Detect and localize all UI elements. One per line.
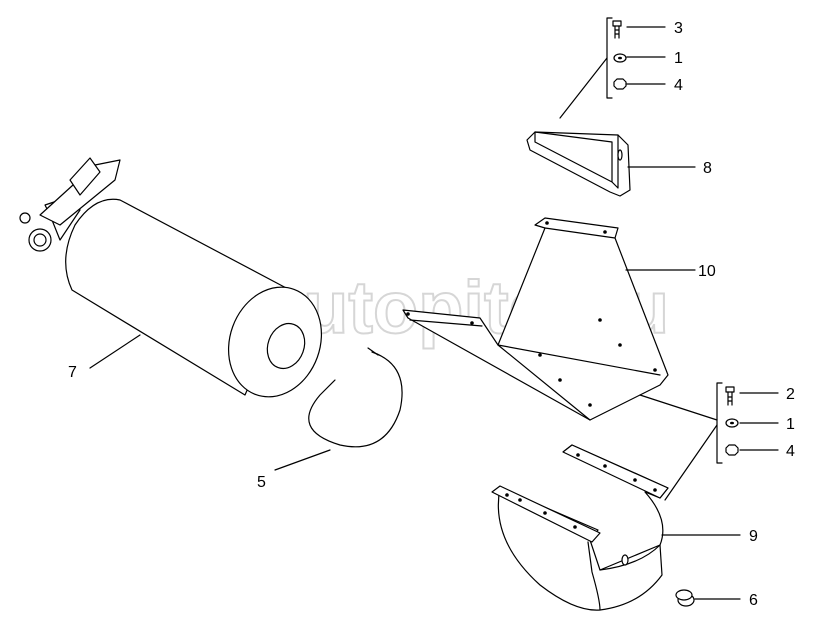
group-bracket xyxy=(606,17,613,99)
leader-line xyxy=(559,57,608,119)
washer-hole xyxy=(618,56,622,60)
callout-1b: 1 xyxy=(786,416,795,433)
leader-line xyxy=(639,394,718,501)
shell-bracket-9: 9 xyxy=(491,444,758,611)
nut-icon xyxy=(725,444,739,456)
callout-3: 3 xyxy=(674,20,683,37)
plug-6: 6 xyxy=(675,589,758,609)
callout-8: 8 xyxy=(703,160,712,177)
callout-10: 10 xyxy=(698,263,716,280)
nut-icon xyxy=(613,78,627,90)
callout-1: 1 xyxy=(674,50,683,67)
callout-4b: 4 xyxy=(786,443,795,460)
bracket-8: 8 xyxy=(526,131,712,197)
group-bracket xyxy=(716,382,723,464)
washer-hole xyxy=(730,421,734,425)
leader-lines xyxy=(626,26,666,85)
callout-4: 4 xyxy=(674,77,683,94)
bolt-icon xyxy=(612,20,622,39)
callout-6: 6 xyxy=(749,592,758,609)
callout-7: 7 xyxy=(68,364,77,381)
callout-2: 2 xyxy=(786,386,795,403)
mid-fastener-group: 2 1 4 xyxy=(639,382,795,501)
bolt-icon xyxy=(725,386,735,406)
callout-5: 5 xyxy=(257,474,266,491)
leader-lines xyxy=(739,392,779,451)
clamp-ring-5: 5 xyxy=(257,347,403,491)
callout-9: 9 xyxy=(749,528,758,545)
bracket-10: 10 xyxy=(402,217,716,421)
top-fastener-group: 3 1 4 xyxy=(559,17,683,119)
fire-extinguisher-7: 7 xyxy=(19,157,323,398)
